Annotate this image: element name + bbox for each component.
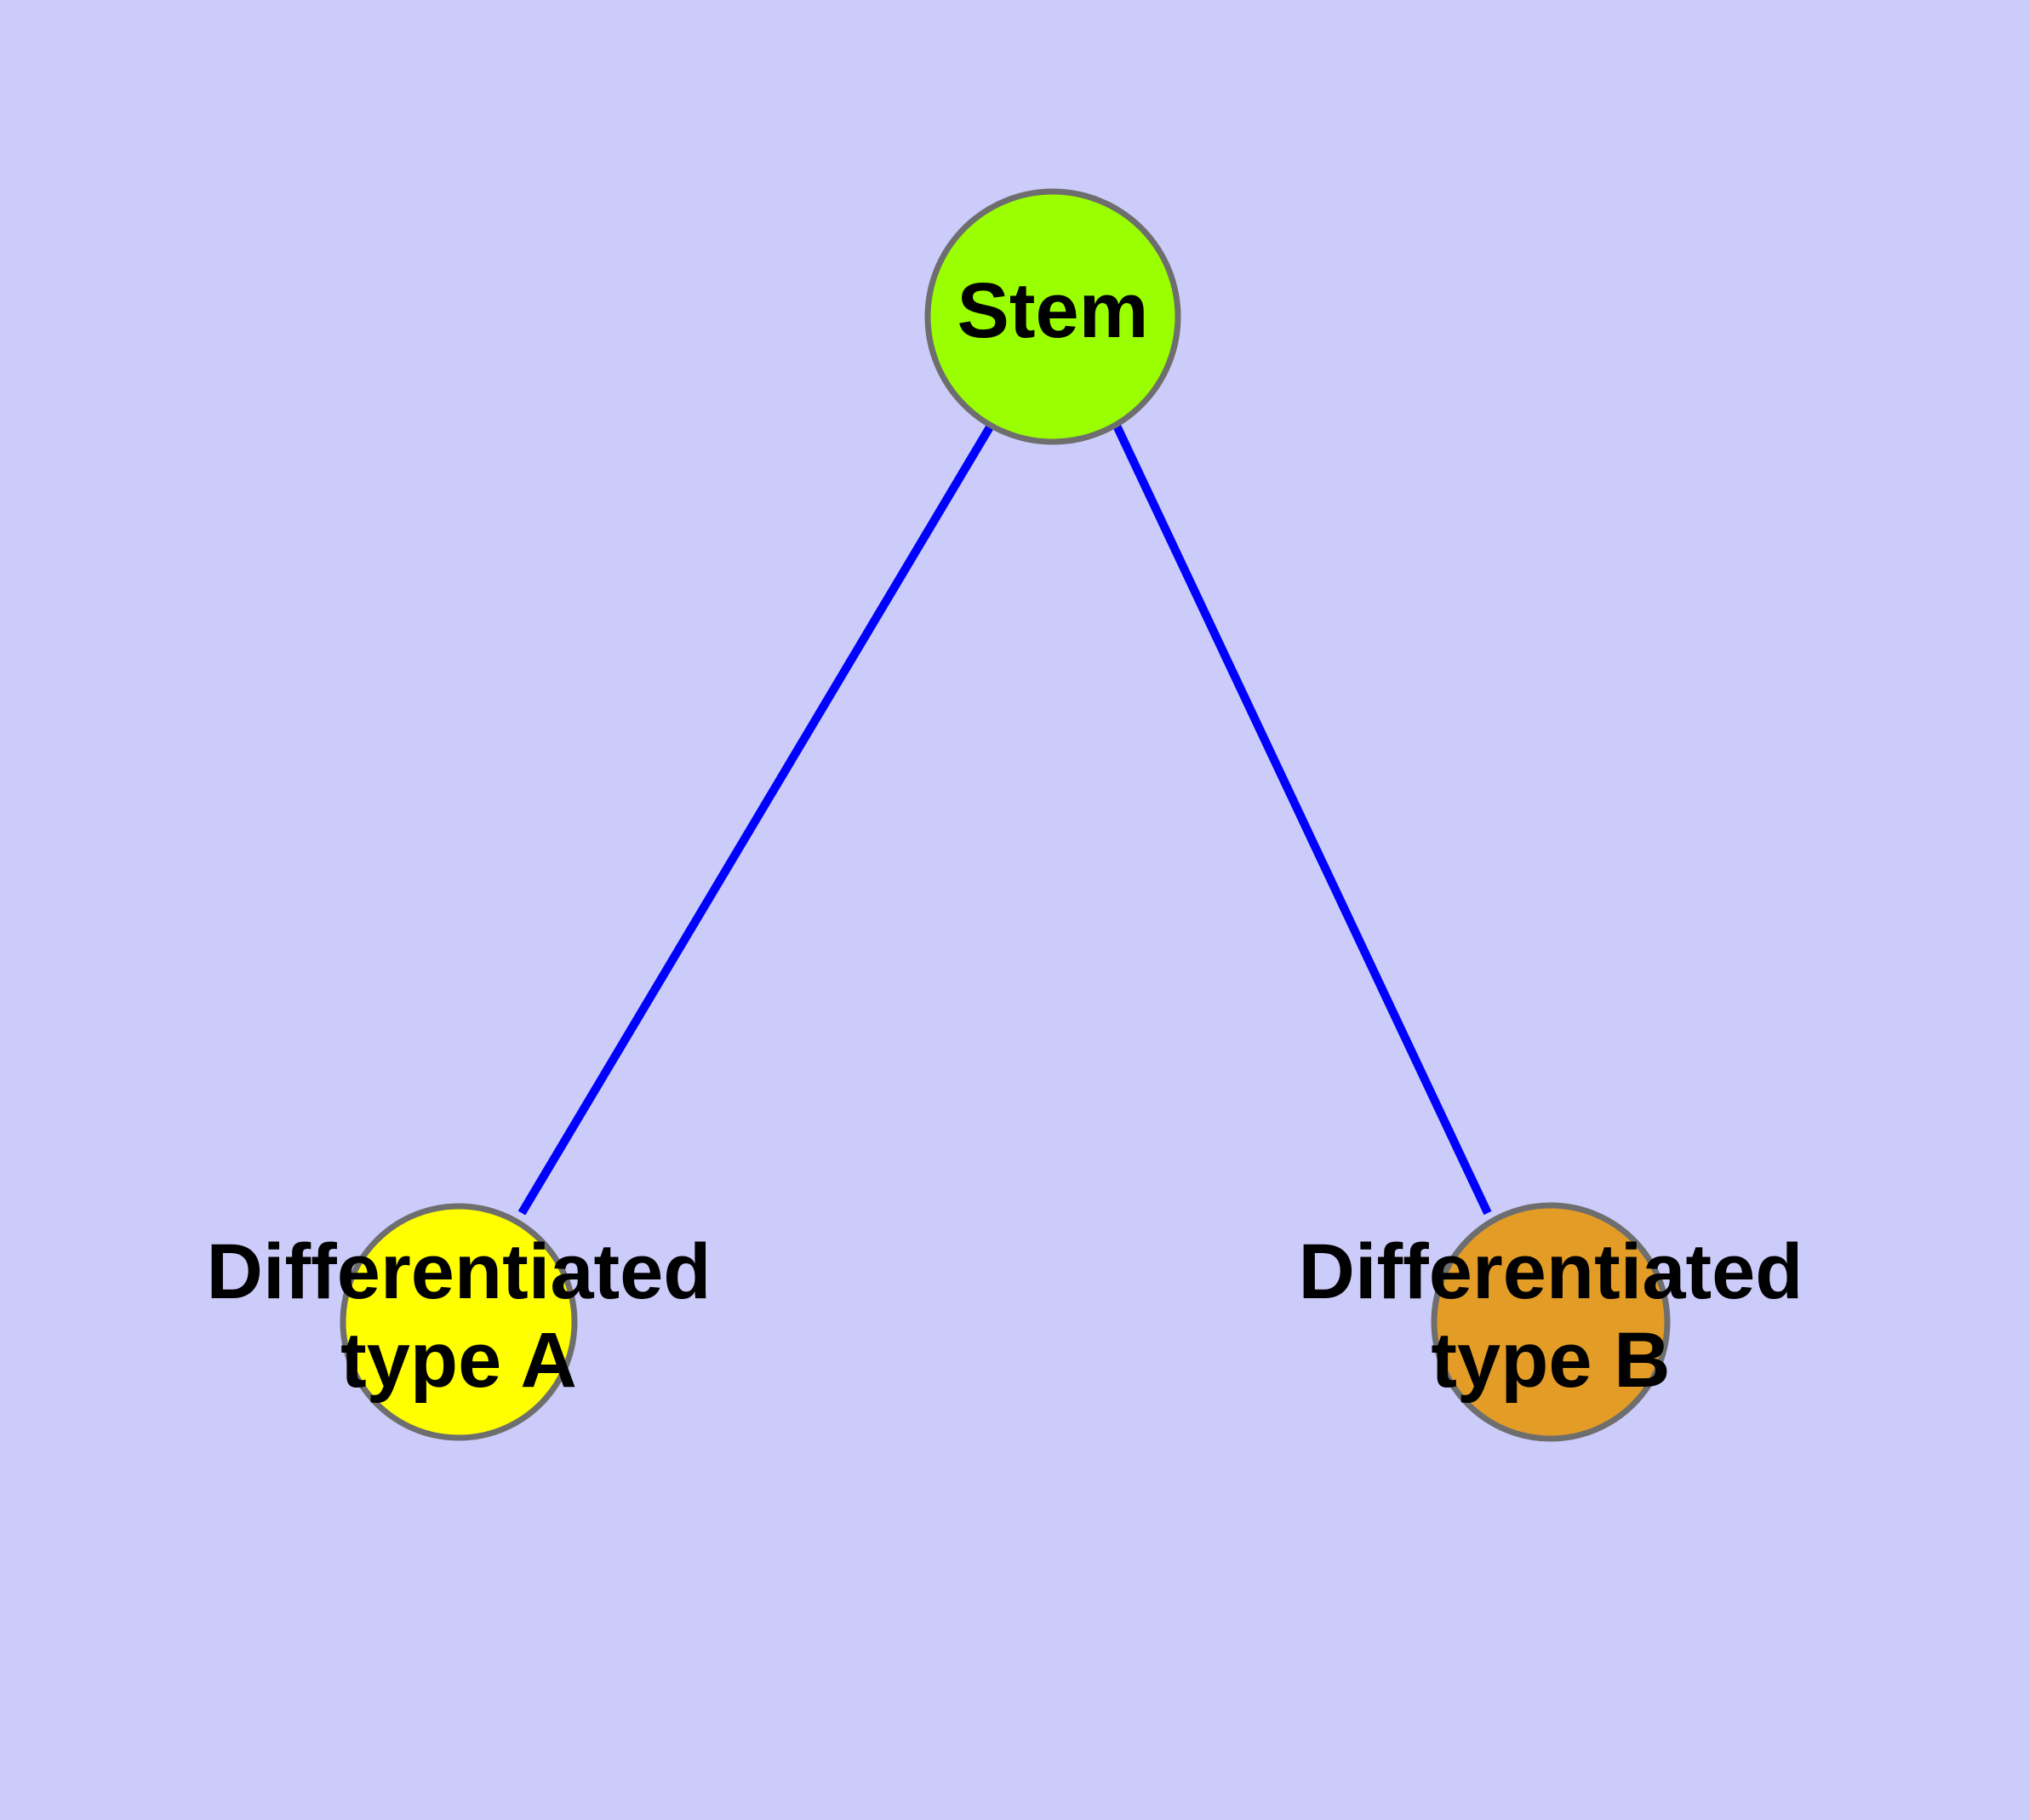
edges-group — [517, 423, 1492, 1216]
node-label-line: Differentiated — [1299, 1228, 1803, 1315]
node-label-line: type A — [340, 1317, 577, 1404]
node-circle-stem[interactable] — [924, 188, 1181, 445]
node-label-line: Differentiated — [207, 1228, 712, 1315]
node-circle-diff_b[interactable] — [1431, 1202, 1671, 1442]
node-label-line: Stem — [957, 267, 1149, 354]
node-label-stem: Stem — [957, 267, 1149, 354]
node-circle-diff_a[interactable] — [340, 1203, 578, 1441]
nodes-group — [340, 188, 1671, 1442]
edge-stem-to-a — [517, 423, 995, 1216]
edge-stem-to-b — [1112, 423, 1492, 1216]
node-label-line: type B — [1431, 1317, 1670, 1404]
